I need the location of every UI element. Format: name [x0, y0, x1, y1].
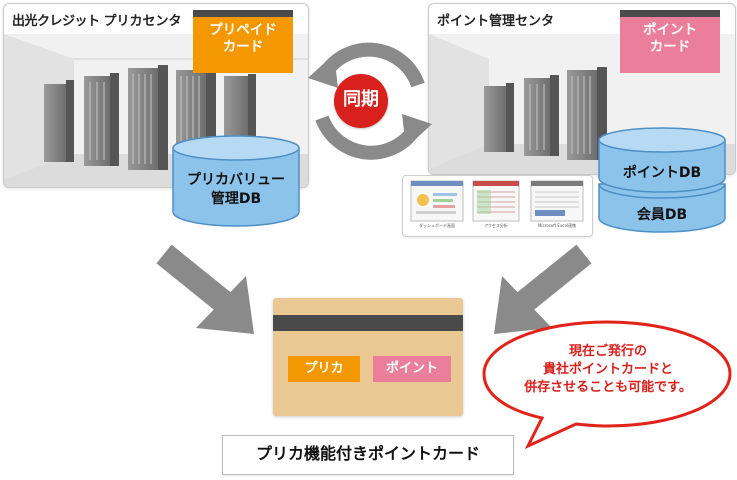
point-tag: ポイント [373, 356, 451, 382]
sync-label: 同期 [343, 89, 379, 110]
thumbnail-caption-3: Microsoft Excel連携 [537, 223, 577, 228]
sync-cycle-arrows [308, 42, 432, 160]
bottom-label: プリカ機能付きポイントカード [255, 444, 480, 463]
sync-badge [334, 74, 388, 128]
member-db-label: 会員DB [636, 207, 688, 223]
point-card-icon: ポイント カード [620, 10, 720, 73]
callout-bubble [482, 320, 732, 450]
prepaid-db-label-2: 管理DB [210, 191, 262, 207]
prepaid-tag: プリカ [288, 356, 360, 382]
point-center-title: ポイント管理センタ [437, 14, 555, 29]
right-down-arrow [494, 244, 592, 334]
magnetic-stripe [273, 315, 463, 331]
screen-thumbnails-illustration [410, 180, 584, 222]
server-racks [484, 67, 607, 160]
prepaid-value-db [172, 135, 300, 227]
point-and-member-db [598, 127, 726, 233]
prepaid-db-label-1: プリカバリュー [187, 172, 285, 188]
callout-line-3: 併存させることも可能です。 [524, 380, 692, 395]
point-db-label: ポイントDB [622, 165, 702, 181]
company-logo-text: 出光クレジット [12, 13, 100, 28]
callout-text: 現在ご発行の 貴社ポイントカードと 併存させることも可能です。 [490, 343, 726, 397]
screenshot-thumbnails: ダッシュボード画面 アクセス分析 Microsoft Excel連携 [402, 175, 593, 237]
bottom-label-box [222, 435, 514, 475]
prepaid-card-label-2: カード [222, 39, 264, 55]
callout-line-2: 貴社ポイントカードと [542, 362, 673, 377]
thumbnail-caption-1: ダッシュボード画面 [419, 223, 455, 228]
prepaid-card-icon: プリペイド カード [193, 10, 293, 73]
thumbnail-caption-2: アクセス分析 [484, 223, 508, 228]
combined-point-card: プリカ ポイント [273, 298, 463, 416]
callout-line-1: 現在ご発行の [568, 344, 647, 359]
left-down-arrow [156, 244, 254, 334]
prepaid-center-title: 出光クレジットプリカセンタ [12, 13, 182, 29]
point-card-label-1: ポイント [643, 22, 697, 38]
point-card-label-2: カード [649, 39, 691, 55]
prepaid-card-label-1: プリペイド [209, 22, 277, 38]
